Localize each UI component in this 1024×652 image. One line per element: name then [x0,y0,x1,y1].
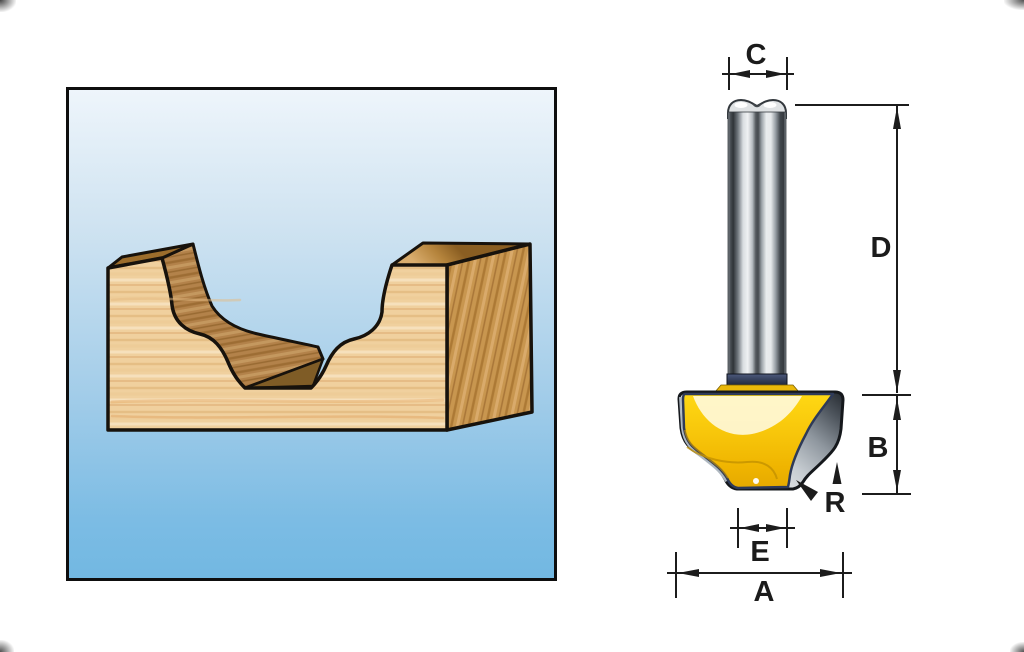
carbide-highlight [693,396,802,435]
arrow-down [893,470,901,491]
wood-block-illustration [106,241,534,432]
tip-highlight [753,478,759,484]
dimension-d [795,104,911,396]
flute-contour [686,446,778,480]
arrow-right [766,70,785,78]
arrow-right [766,524,785,532]
flute-shading [684,429,729,479]
cap-highlight [734,102,748,108]
dimension-r [796,462,842,501]
dimension-a [667,552,852,598]
dimension-r-label: R [825,487,846,519]
grain-accent [110,297,242,302]
bit-cutter-head [677,390,845,491]
dimension-e-label: E [750,536,769,568]
shank-body [727,111,787,377]
block-front-face [106,256,449,432]
arrow-left [740,524,759,532]
arrow-down [893,370,901,392]
arrow-right [820,569,841,577]
grain-accent [110,414,445,420]
bit-shank [714,98,800,393]
cap-seam [752,103,762,108]
cap-highlight [763,102,777,108]
arrow-left [731,70,750,78]
dimension-c [722,57,794,90]
arrow-left [678,569,699,577]
dimension-annotations [667,57,911,598]
dimension-c-label: C [746,39,767,71]
radius-arrow-upleft [796,480,818,501]
grain-accent [110,398,445,404]
dimension-e [730,508,795,548]
dimension-b-label: B [868,432,889,464]
router-bit [677,98,845,491]
block-right-face [445,242,534,432]
dimension-b [862,396,911,495]
dimension-d-label: D [871,232,892,264]
radius-arrow-up [832,462,842,484]
arrow-up [893,398,901,420]
arrow-up [893,107,901,129]
shank-neck-band [726,373,788,387]
dimension-a-label: A [754,576,775,608]
